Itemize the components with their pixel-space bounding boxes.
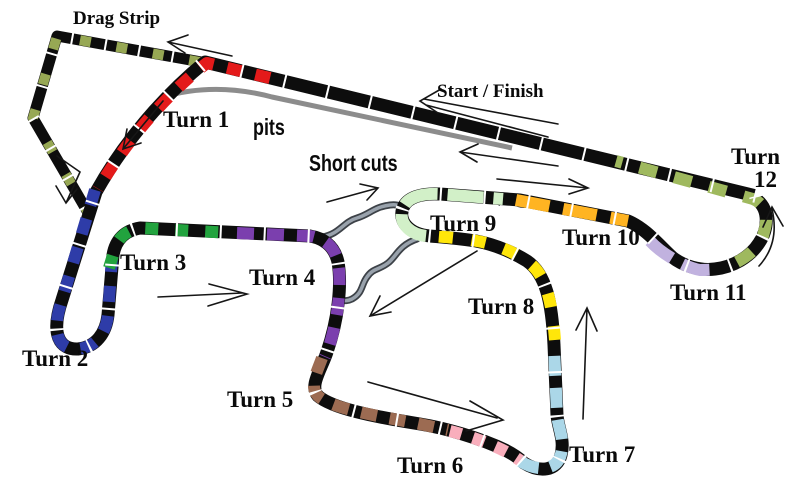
turn-7-segments (516, 346, 569, 475)
arrow-turn-9-to-10 (496, 178, 591, 195)
drag-strip-track (26, 29, 209, 220)
label-turn-12-word: Turn (731, 144, 780, 169)
arrow-turn-1 (121, 100, 164, 151)
turn-8-segments (432, 230, 561, 341)
label-turn-2: Turn 2 (22, 346, 88, 371)
label-turn-4: Turn 4 (249, 265, 316, 290)
arrow-turn-7-to-8 (575, 306, 598, 420)
direction-arrows (55, 34, 784, 432)
label-turn-12-number: 12 (754, 167, 777, 192)
label-turn-7: Turn 7 (569, 442, 635, 467)
turn-11-segments (645, 236, 719, 276)
arrow-main-straight (458, 143, 559, 167)
arrow-turn-5-to-6 (367, 381, 506, 432)
arrow-turn-3-to-4 (157, 283, 250, 307)
label-start-finish: Start / Finish (437, 81, 544, 102)
turn-9-segments (395, 187, 504, 242)
arrow-drag-strip (166, 34, 233, 57)
turn-12-segments (614, 155, 773, 268)
label-turn-11: Turn 11 (670, 280, 747, 305)
label-turn-5: Turn 5 (227, 387, 293, 412)
label-pits: pits (253, 115, 285, 141)
label-turn-6: Turn 6 (397, 453, 463, 478)
arrow-turn-12 (758, 205, 784, 267)
label-turn-10: Turn 10 (562, 225, 640, 250)
shortcut-path-2-outline (338, 235, 421, 305)
shortcut-path-2 (340, 237, 419, 303)
label-short-cuts: Short cuts (309, 151, 398, 177)
label-turn-8: Turn 8 (468, 294, 534, 319)
arrow-drag-strip-return (55, 155, 82, 205)
turn-2-segments (50, 188, 118, 355)
main-track (49, 54, 774, 477)
label-turn-9: Turn 9 (430, 211, 496, 236)
arrow-shortcut-up (326, 183, 380, 203)
labels: Drag Strip Start / Finish pits Short cut… (22, 8, 780, 478)
label-turn-3: Turn 3 (120, 250, 186, 275)
drag-strip-segments (28, 31, 201, 219)
shortcut-path-1 (320, 203, 407, 239)
turn-3-segments (103, 222, 234, 270)
arrow-shortcut-down (368, 250, 478, 318)
label-drag-strip: Drag Strip (73, 8, 160, 29)
turn-6-segments (448, 425, 528, 468)
label-turn-1: Turn 1 (163, 107, 229, 132)
arrow-start-finish (418, 88, 559, 138)
turn-4-segments (236, 227, 346, 360)
